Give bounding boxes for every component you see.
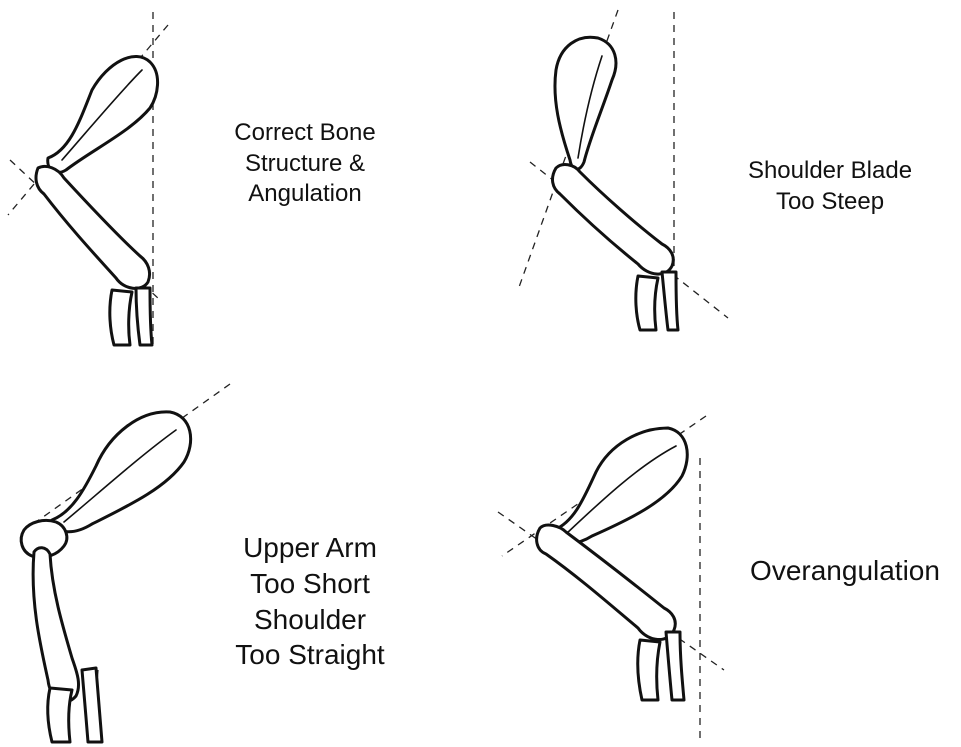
panel-overangulation: Overangulation [480, 370, 961, 747]
forearm-rear [136, 288, 152, 345]
humerus [537, 525, 676, 640]
panel-correct: Correct Bone Structure & Angulation [0, 0, 480, 370]
humerus [553, 165, 674, 275]
panel-upper-arm-short: Upper Arm Too Short Shoulder Too Straigh… [0, 370, 480, 747]
scapula [48, 57, 158, 173]
forearm-rear [662, 272, 678, 330]
scapula [555, 37, 616, 169]
forearm [638, 640, 660, 700]
forearm [110, 290, 132, 345]
forearm [33, 548, 78, 702]
caption-upper-arm-short: Upper Arm Too Short Shoulder Too Straigh… [200, 530, 420, 673]
forearm-rear [666, 632, 684, 700]
caption-overangulation: Overangulation [735, 553, 955, 589]
panel-blade-steep: Shoulder Blade Too Steep [480, 0, 961, 370]
forearm [636, 276, 658, 330]
carpus [48, 688, 72, 742]
caption-correct: Correct Bone Structure & Angulation [195, 118, 415, 210]
humerus [36, 166, 150, 288]
forearm-rear [82, 668, 102, 742]
caption-blade-steep: Shoulder Blade Too Steep [720, 156, 940, 217]
